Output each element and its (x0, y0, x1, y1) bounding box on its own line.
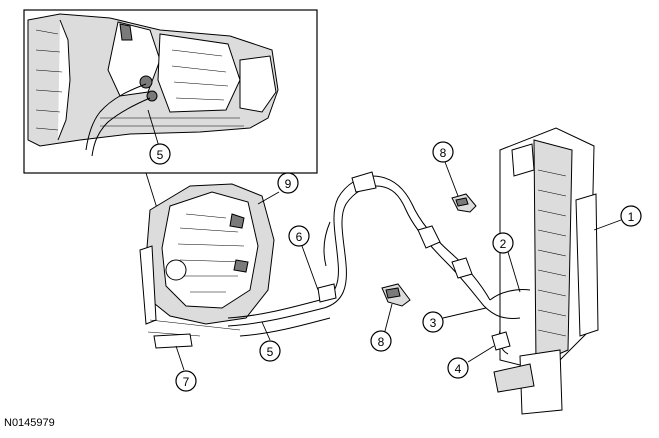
clip-bottom (381, 283, 411, 307)
callout-8-bottom-label: 8 (378, 335, 385, 349)
leader-6 (301, 245, 319, 291)
callout-4-label: 4 (455, 362, 462, 376)
callout-5-main-circle (259, 340, 281, 362)
leader-1 (593, 219, 622, 231)
transmission-housing (139, 183, 275, 349)
callout-8-top-label: 8 (440, 146, 447, 160)
leader-7 (175, 345, 185, 371)
callout-2-label: 2 (500, 237, 507, 251)
callout-5-inset-label: 5 (157, 148, 164, 162)
cooler-lines (227, 171, 491, 337)
leader-5-main (261, 321, 271, 341)
inset-detail: 5 (23, 9, 318, 174)
callout-8-bottom-circle (370, 330, 392, 352)
leader-4 (467, 345, 495, 363)
callout-7-circle (175, 370, 197, 392)
callout-5-inset-circle (149, 143, 171, 165)
inset-transmission (27, 13, 279, 157)
callout-7-label: 7 (183, 375, 190, 389)
callout-1-label: 1 (628, 210, 635, 224)
callout-9-label: 9 (285, 177, 292, 191)
callout-9-circle (277, 172, 299, 194)
callout-3-label: 3 (430, 316, 437, 330)
leader-2 (507, 251, 521, 293)
callout-1-circle (620, 205, 642, 227)
callout-6-label: 6 (296, 230, 303, 244)
callout-8-top-circle (432, 141, 454, 163)
leader-5-inset (147, 109, 161, 151)
leader-9 (257, 191, 280, 205)
callout-6-circle (288, 225, 310, 247)
callout-4-circle (447, 357, 469, 379)
radiator-cooler (483, 127, 599, 415)
figure-id-label: N0145979 (4, 417, 55, 429)
leader-8-bottom (384, 303, 393, 332)
callout-5-main-label: 5 (267, 345, 274, 359)
leader-8-top (444, 161, 459, 197)
callout-3-circle (422, 311, 444, 333)
callout-2-circle (492, 232, 514, 254)
leader-3 (442, 307, 487, 319)
clip-top (451, 193, 477, 213)
